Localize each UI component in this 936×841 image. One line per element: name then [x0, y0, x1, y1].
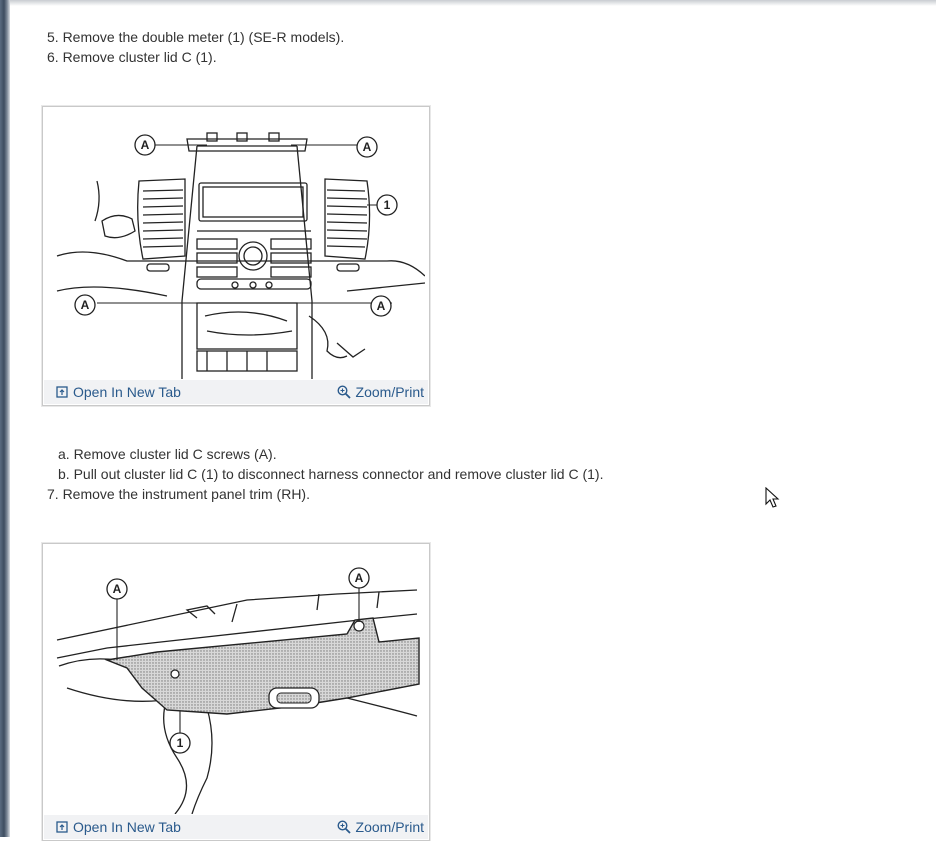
- zoom-print-link[interactable]: Zoom/Print: [337, 819, 424, 835]
- mouse-cursor-icon: [765, 487, 780, 508]
- cluster-lid-illustration: A A 1 A A: [56, 132, 425, 379]
- figure-toolbar: Open In New Tab Zoom/Print: [44, 815, 428, 839]
- callout-a-right: A: [355, 571, 364, 585]
- zoom-print-label: Zoom/Print: [355, 819, 424, 835]
- zoom-print-label: Zoom/Print: [355, 384, 424, 400]
- window-left-edge: [0, 0, 10, 837]
- open-in-new-tab-label: Open In New Tab: [73, 384, 181, 400]
- open-in-new-tab-icon: [56, 821, 68, 833]
- open-in-new-tab-icon: [56, 386, 68, 398]
- step-b-text: b. Pull out cluster lid C (1) to disconn…: [58, 466, 604, 482]
- zoom-icon: [337, 820, 351, 834]
- figure-cluster-lid: A A 1 A A Open In New Tab Zoom/Print: [42, 106, 430, 406]
- step-7-text: 7. Remove the instrument panel trim (RH)…: [47, 486, 310, 502]
- callout-a-bottom-left: A: [81, 298, 90, 312]
- step-a-text: a. Remove cluster lid C screws (A).: [58, 446, 277, 462]
- open-in-new-tab-label: Open In New Tab: [73, 819, 181, 835]
- instrument-panel-trim-illustration: A A 1: [56, 567, 420, 814]
- open-in-new-tab-link[interactable]: Open In New Tab: [56, 819, 181, 835]
- figure-toolbar: Open In New Tab Zoom/Print: [44, 380, 428, 404]
- callout-a-left: A: [113, 582, 122, 596]
- callout-a-top-left: A: [141, 138, 150, 152]
- zoom-print-link[interactable]: Zoom/Print: [337, 384, 424, 400]
- figure-instrument-panel-trim: A A 1 Open In New Tab Zoom/Print: [42, 543, 430, 841]
- step-5-text: 5. Remove the double meter (1) (SE-R mod…: [47, 29, 345, 45]
- callout-a-top-right: A: [363, 140, 372, 154]
- callout-a-bottom-right: A: [377, 299, 386, 313]
- step-6-text: 6. Remove cluster lid C (1).: [47, 49, 217, 65]
- open-in-new-tab-link[interactable]: Open In New Tab: [56, 384, 181, 400]
- callout-1: 1: [177, 736, 184, 750]
- zoom-icon: [337, 385, 351, 399]
- callout-1: 1: [384, 198, 391, 212]
- top-shadow: [10, 0, 936, 6]
